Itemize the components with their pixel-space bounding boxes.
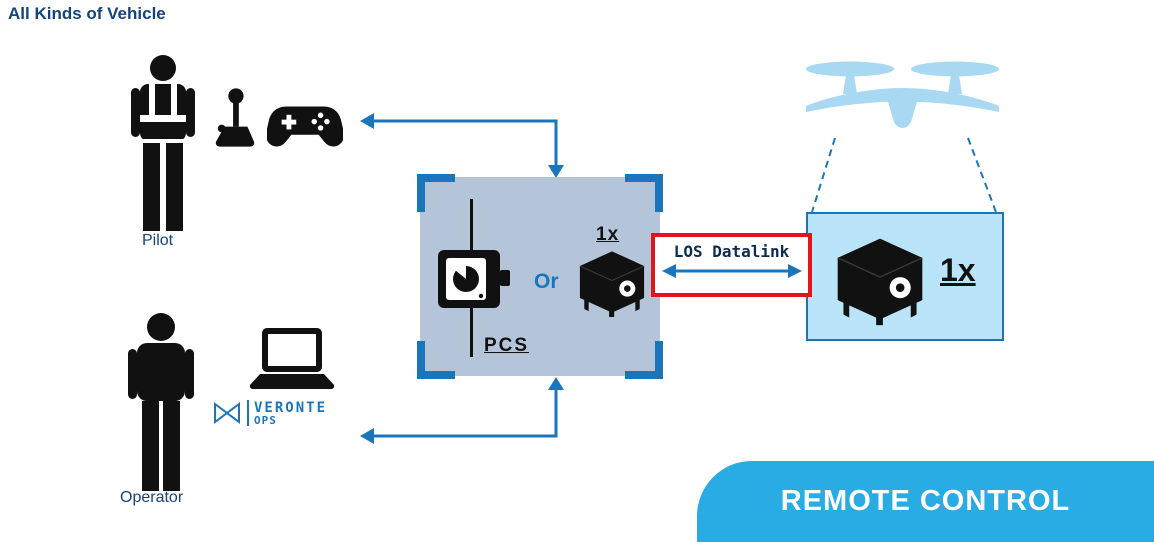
pcs-label: PCS	[484, 335, 530, 356]
logo-divider	[247, 400, 249, 426]
datalink-box: LOS Datalink	[651, 233, 812, 297]
corner-bracket	[417, 174, 455, 212]
logo-sub: OPS	[254, 413, 277, 427]
drone-icon	[806, 61, 999, 128]
veronte-logo-icon	[214, 402, 240, 424]
drone-projection-dashes	[811, 137, 997, 213]
datalink-label: LOS Datalink	[673, 242, 790, 261]
logo-name: VERONTE	[254, 399, 328, 416]
joystick-icon	[215, 88, 255, 147]
laptop-icon	[249, 328, 335, 390]
pilot-label: Pilot	[142, 232, 174, 249]
operator-link-arrow	[360, 377, 564, 444]
veronte-ops-logo: VERONTE OPS	[212, 396, 368, 430]
corner-bracket	[625, 341, 663, 379]
diagram-title: All Kinds of Vehicle	[8, 4, 166, 23]
gamepad-icon	[267, 106, 343, 147]
aircraft-unit-count: 1x	[940, 252, 976, 288]
pcs-unit-count: 1x	[596, 224, 620, 245]
pilot-link-arrow	[360, 113, 564, 178]
corner-bracket	[625, 174, 663, 212]
autopilot-cube-icon	[837, 238, 923, 326]
remote-control-banner: REMOTE CONTROL	[697, 461, 1154, 542]
radio-transmitter-icon	[438, 250, 510, 308]
operator-icon	[128, 313, 194, 491]
pilot-icon	[131, 55, 195, 231]
or-label: Or	[534, 270, 559, 293]
datalink-double-arrow-icon	[661, 264, 802, 278]
autopilot-cube-icon	[579, 251, 645, 317]
aircraft-box: 1x	[806, 212, 1004, 341]
operator-label: Operator	[120, 489, 184, 506]
pcs-station-box: Or 1x PCS	[417, 174, 663, 379]
corner-bracket	[417, 341, 455, 379]
banner-label: REMOTE CONTROL	[780, 485, 1071, 517]
